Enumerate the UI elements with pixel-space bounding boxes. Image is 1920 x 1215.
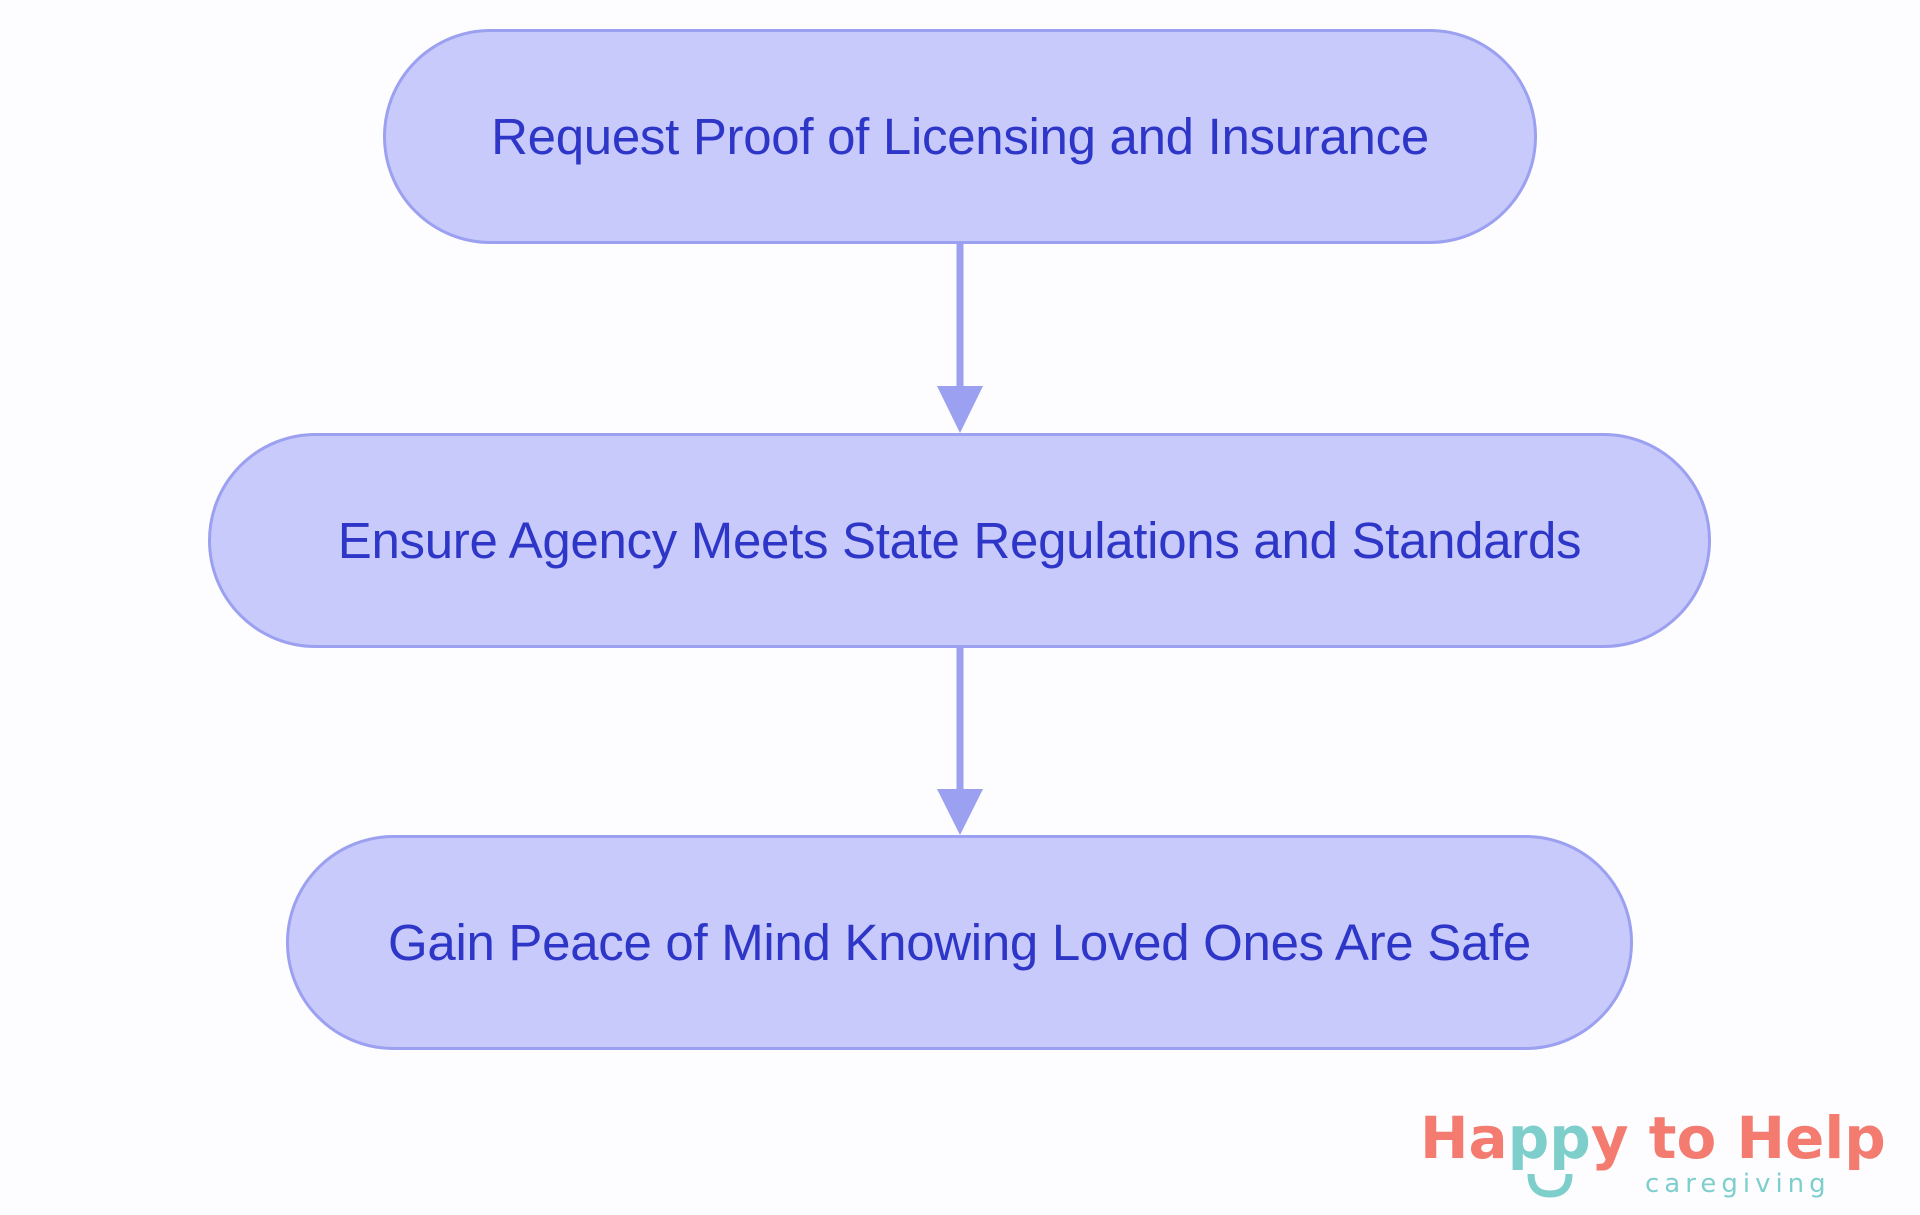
arrowhead-icon (937, 386, 983, 433)
node-label: Gain Peace of Mind Knowing Loved Ones Ar… (388, 914, 1531, 971)
smile-icon (1527, 1173, 1573, 1198)
logo-text-part: pp (1507, 1104, 1591, 1172)
logo-subtitle: caregiving (1645, 1169, 1831, 1199)
flow-node-request-proof: Request Proof of Licensing and Insurance (383, 29, 1537, 244)
edge-node-1-to-node-2 (937, 244, 983, 433)
node-label: Request Proof of Licensing and Insurance (491, 108, 1429, 165)
logo-wordmark: Happy to Help (1420, 1108, 1886, 1168)
flow-node-ensure-agency: Ensure Agency Meets State Regulations an… (208, 433, 1711, 648)
node-label: Ensure Agency Meets State Regulations an… (337, 512, 1582, 569)
arrowhead-icon (937, 789, 983, 835)
flow-node-gain-peace: Gain Peace of Mind Knowing Loved Ones Ar… (286, 835, 1633, 1050)
edge-node-2-to-node-3 (937, 648, 983, 835)
logo-text-part: Ha (1420, 1104, 1508, 1172)
brand-logo: Happy to Help caregiving (1420, 1108, 1886, 1208)
logo-text-part: y to Help (1590, 1104, 1886, 1172)
